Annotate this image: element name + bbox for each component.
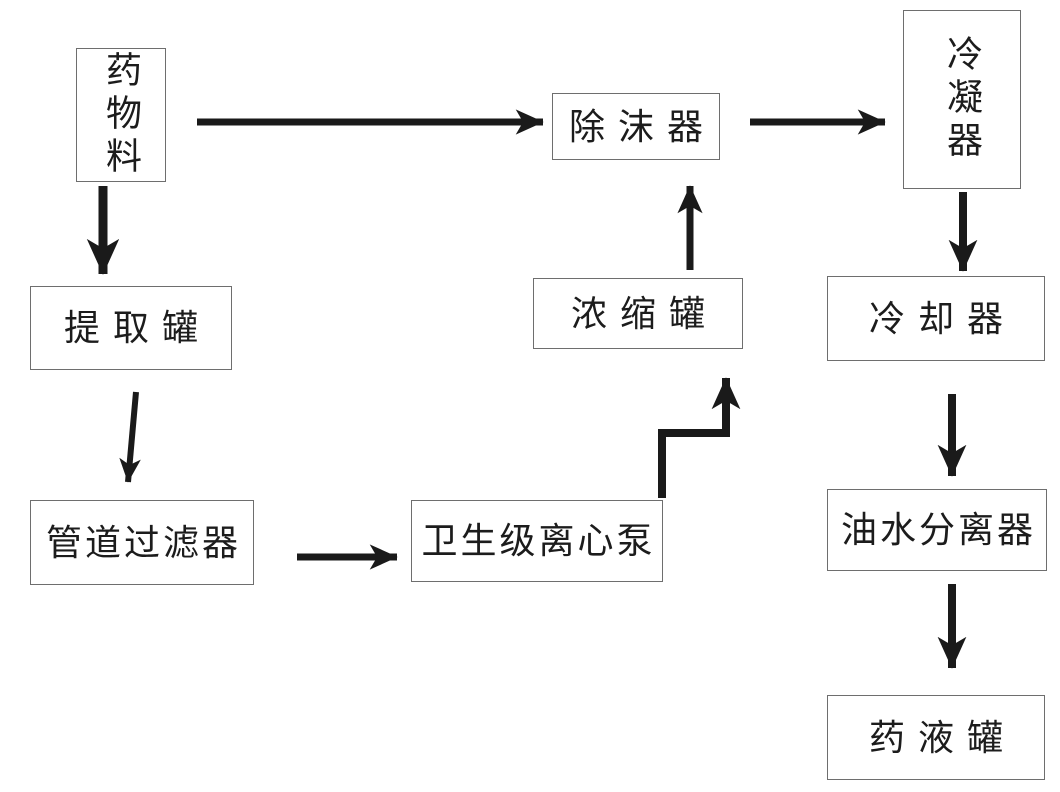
arrow-pump-to-concentration-tank <box>658 377 741 498</box>
node-pipeline-filter-label: 管道过滤器 <box>45 522 241 563</box>
node-drug-material: 药物料 <box>76 48 166 182</box>
node-demister-label: 除沫器 <box>568 106 716 147</box>
node-oil-water-separator-label: 油水分离器 <box>840 510 1036 550</box>
node-concentration-tank-label: 浓缩罐 <box>570 293 718 334</box>
node-extraction-tank-label: 提取罐 <box>63 308 211 348</box>
node-medicine-liquid-tank-label: 药液罐 <box>868 717 1016 758</box>
node-concentration-tank: 浓缩罐 <box>533 278 743 349</box>
node-medicine-liquid-tank: 药液罐 <box>827 695 1045 780</box>
node-pipeline-filter: 管道过滤器 <box>30 500 254 585</box>
node-extraction-tank: 提取罐 <box>30 286 232 370</box>
arrow-extraction-tank-to-pipeline-filter <box>119 391 141 483</box>
node-sanitary-centrifugal-pump: 卫生级离心泵 <box>411 500 663 582</box>
node-condenser: 冷凝器 <box>903 10 1021 189</box>
node-cooler-label: 冷却器 <box>868 298 1016 339</box>
node-drug-material-label: 药物料 <box>101 50 141 180</box>
node-condenser-label: 冷凝器 <box>942 35 982 164</box>
node-oil-water-separator: 油水分离器 <box>827 489 1047 571</box>
node-demister: 除沫器 <box>552 93 720 160</box>
node-cooler: 冷却器 <box>827 276 1045 361</box>
node-sanitary-centrifugal-pump-label: 卫生级离心泵 <box>421 521 656 561</box>
